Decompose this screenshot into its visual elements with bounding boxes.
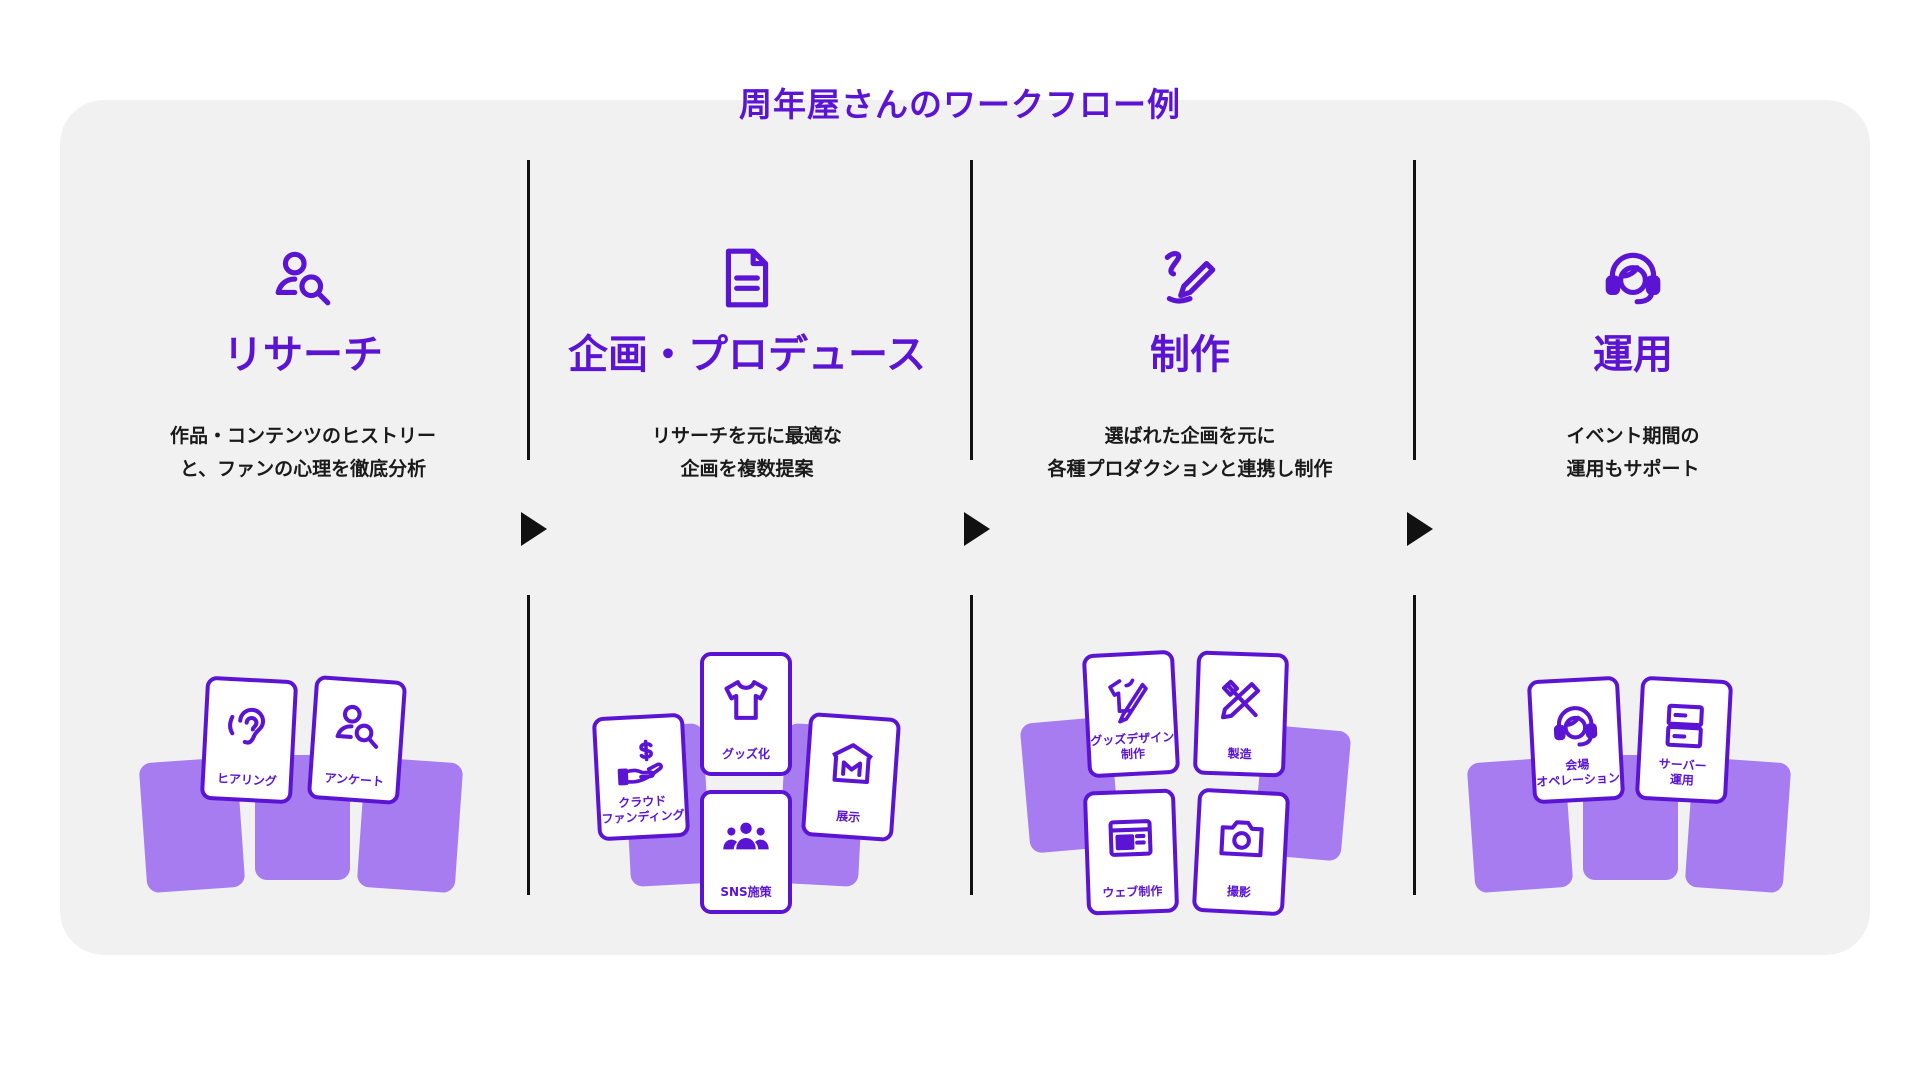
task-card-label-line: 撮影 [1226,884,1252,900]
task-card: アンケート [306,674,408,806]
task-card-label-line: 運用 [1669,772,1695,788]
task-card-label-line: ウェブ制作 [1102,883,1163,901]
task-card-label: サーバー運用 [1640,756,1725,790]
arrow-right-icon [521,512,547,546]
step-description-line: 作品・コンテンツのヒストリー [169,425,436,447]
step-title: 制作 [1150,332,1230,378]
headset-icon [1600,245,1666,311]
task-card: 撮影 [1191,787,1291,917]
task-card: クラウドファンディング [591,712,691,842]
task-card: 展示 [800,711,902,843]
task-card-label: SNS施策 [704,885,788,900]
step-divider [1413,595,1416,895]
card-cluster: 会場オペレーションサーバー運用 [1423,560,1843,940]
camera-icon [1214,811,1269,866]
step-divider [970,160,973,460]
step-description-line: 企画を複数提案 [680,458,814,480]
step-description: リサーチを元に最適な企画を複数提案 [537,420,957,486]
card-cluster: ヒアリング アンケート [93,560,513,940]
task-card-label-line: オペレーション [1535,770,1621,790]
arrow-right-icon [1407,512,1433,546]
task-card-label: 会場オペレーション [1535,756,1620,790]
workflow-step: 制作選ばれた企画を元に各種プロダクションと連携し制作グッズデザイン制作 製造ウェブ… [980,100,1400,955]
step-description-line: と、ファンの心理を徹底分析 [179,458,427,480]
tools-icon [1215,673,1269,727]
shirt-pen-icon [1103,673,1158,728]
step-title: リサーチ [223,332,383,378]
task-card-label: 展示 [806,807,891,828]
card-cluster: クラウドファンディング グッズ化展示 SNS施策 [537,560,957,940]
workflow-step: 運用イベント期間の運用もサポート会場オペレーションサーバー運用 [1423,100,1843,955]
task-card: ヒアリング [199,675,299,805]
task-card-label: ヒアリング [205,771,290,790]
step-description: イベント期間の運用もサポート [1423,420,1843,486]
task-card-label-line: 製造 [1227,746,1252,762]
task-card: ウェブ制作 [1082,788,1180,916]
step-divider [527,595,530,895]
step-title: 企画・プロデュース [568,332,926,378]
hand-dollar-icon [613,736,668,791]
step-description-line: 運用もサポート [1566,458,1700,480]
task-card-label: グッズ化 [704,747,788,762]
task-card-label-line: アンケート [324,770,385,789]
task-card-label: クラウドファンディング [600,793,685,827]
task-card-label-line: グッズ化 [721,747,770,761]
task-card-label-line: ヒアリング [216,771,278,789]
task-card: サーバー運用 [1634,675,1734,805]
server-icon [1657,699,1712,754]
workflow-step: リサーチ作品・コンテンツのヒストリーと、ファンの心理を徹底分析ヒアリング アンケー… [93,100,513,955]
step-title: 運用 [1593,332,1673,378]
task-card-label: ウェブ制作 [1090,884,1174,902]
task-card-label: グッズデザイン制作 [1090,730,1175,764]
step-description: 作品・コンテンツのヒストリーと、ファンの心理を徹底分析 [93,420,513,486]
pencil-scribble-icon [1157,245,1223,311]
user-search-icon [270,245,336,311]
step-divider [1413,160,1416,460]
step-description-line: イベント期間の [1566,425,1700,447]
arrow-right-icon [964,512,990,546]
task-card: グッズデザイン制作 [1081,649,1181,779]
document-icon [714,245,780,311]
task-card: 製造 [1192,650,1290,778]
workflow-step: 企画・プロデュースリサーチを元に最適な企画を複数提案クラウドファンディング グッズ… [537,100,957,955]
task-card-label: 製造 [1197,746,1281,764]
task-card-label: 撮影 [1197,883,1282,902]
step-divider [527,160,530,460]
user-search-icon [330,698,386,754]
ear-icon [222,699,277,754]
tshirt-icon [720,674,772,726]
task-card-label: アンケート [312,770,397,791]
step-divider [970,595,973,895]
task-card-label-line: SNS施策 [720,885,772,899]
step-description-line: 選ばれた企画を元に [1104,425,1276,447]
museum-icon [824,735,880,791]
step-description-line: リサーチを元に最適な [651,425,842,447]
people-icon [720,812,772,864]
headset-icon [1548,699,1603,754]
page-title: 周年屋さんのワークフロー例 [739,85,1181,124]
task-card: グッズ化 [700,652,792,776]
task-card-label-line: 展示 [835,809,861,825]
step-description: 選ばれた企画を元に各種プロダクションと連携し制作 [980,420,1400,486]
task-card: SNS施策 [700,790,792,914]
task-card: 会場オペレーション [1526,675,1626,805]
card-cluster: グッズデザイン制作 製造ウェブ制作 撮影 [980,560,1400,940]
browser-icon [1104,811,1158,865]
step-description-line: 各種プロダクションと連携し制作 [1047,458,1333,480]
task-card-label-line: ファンディング [601,807,685,827]
